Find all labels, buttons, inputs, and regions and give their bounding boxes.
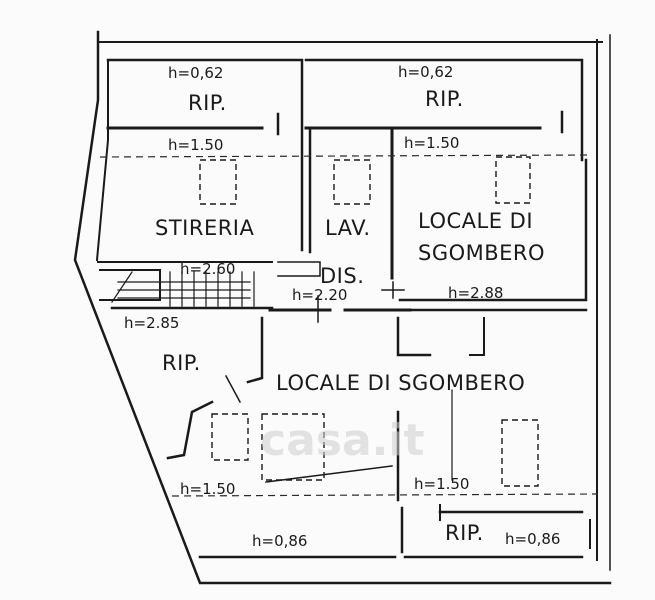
room-label: SGOMBERO bbox=[418, 241, 545, 265]
height-label: h=0,62 bbox=[168, 64, 223, 82]
height-label: h=0,86 bbox=[505, 530, 560, 548]
height-label: h=2.88 bbox=[448, 284, 503, 302]
watermark: casa.it bbox=[260, 415, 424, 466]
dash-line-bottom bbox=[171, 493, 599, 497]
skylight-main-left bbox=[211, 413, 249, 461]
height-label: h=0,62 bbox=[398, 63, 453, 81]
locale-main-left-wall bbox=[166, 400, 214, 460]
locale-main-right-wall bbox=[469, 317, 485, 356]
height-label: h=0,86 bbox=[252, 532, 307, 550]
room-label: RIP. bbox=[425, 87, 464, 111]
inner-left-wall bbox=[95, 59, 109, 262]
top-inner-wall-right bbox=[304, 58, 584, 162]
rip-mid-diag bbox=[224, 374, 242, 404]
locale-top-bottom-wall bbox=[398, 158, 588, 302]
dash-line-top bbox=[99, 154, 591, 158]
height-label: h=1.50 bbox=[414, 475, 469, 493]
dis-box bbox=[277, 261, 321, 277]
stair-diagonal bbox=[111, 271, 133, 303]
slope-line bbox=[265, 465, 393, 483]
skylight-main-center bbox=[261, 413, 325, 481]
skylight-stireria bbox=[199, 159, 237, 205]
room-label: RIP. bbox=[188, 91, 227, 115]
height-label: h=1.50 bbox=[404, 134, 459, 152]
rip-mid-wall bbox=[246, 316, 264, 384]
height-label: h=2.20 bbox=[292, 286, 347, 304]
room-label: LOCALE DI bbox=[418, 209, 533, 233]
room-label: LOCALE DI SGOMBERO bbox=[276, 371, 525, 395]
room-label: RIP. bbox=[162, 351, 201, 375]
room-label: RIP. bbox=[445, 521, 484, 545]
door-mark bbox=[381, 281, 405, 299]
height-label: h=2.85 bbox=[124, 314, 179, 332]
top-inner-wall bbox=[106, 58, 304, 252]
room-label: LAV. bbox=[325, 216, 371, 240]
skylight-locale-top bbox=[495, 156, 531, 204]
outer-wall bbox=[73, 30, 612, 585]
height-label: h=2.60 bbox=[180, 260, 235, 278]
skylight-lav bbox=[333, 159, 371, 205]
height-label: h=1.50 bbox=[168, 136, 223, 154]
room-label: STIRERIA bbox=[155, 216, 254, 240]
height-label: h=1.50 bbox=[180, 480, 235, 498]
locale-main-inner-wall bbox=[396, 316, 432, 357]
stair-box bbox=[99, 269, 161, 301]
room-label: DIS. bbox=[320, 264, 364, 288]
skylight-main-right bbox=[501, 419, 539, 487]
stair-steps bbox=[117, 271, 255, 307]
